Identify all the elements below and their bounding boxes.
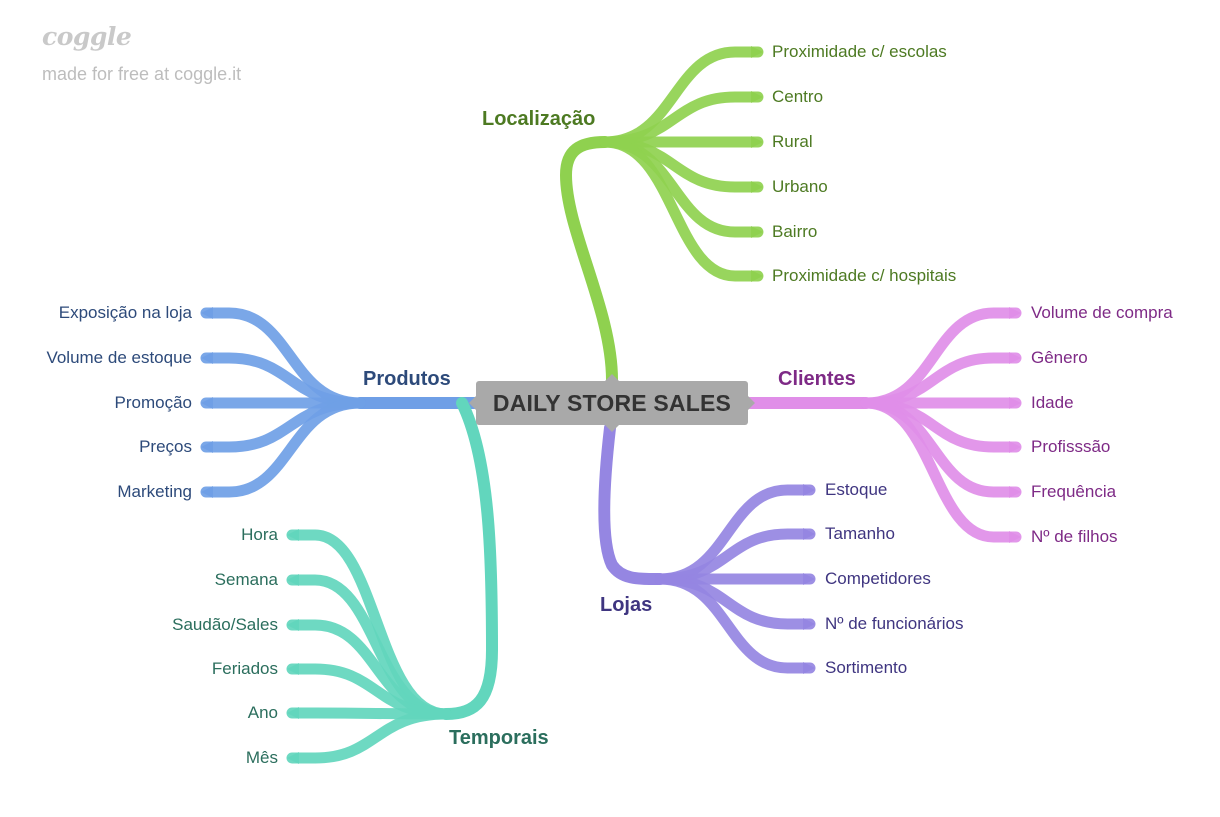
clientes-item[interactable]: Volume de compra bbox=[1031, 303, 1173, 322]
lojas-arrow-0 bbox=[803, 484, 815, 496]
produtos-item[interactable]: Exposição na loja bbox=[58, 303, 192, 322]
clientes-item[interactable]: Frequência bbox=[1031, 482, 1117, 501]
produtos-item[interactable]: Volume de estoque bbox=[46, 348, 192, 367]
produtos-arrow-3 bbox=[201, 441, 213, 453]
produtos-arrow-4 bbox=[201, 486, 213, 498]
produtos-item[interactable]: Promoção bbox=[114, 393, 192, 412]
clientes-connector-1 bbox=[860, 352, 1022, 409]
produtos-item[interactable]: Preços bbox=[139, 437, 192, 456]
lojas-arrow-1 bbox=[803, 528, 815, 540]
clientes-item[interactable]: Profisssão bbox=[1031, 437, 1111, 456]
clientes-arrow-0 bbox=[1009, 307, 1021, 319]
clientes-arrow-2 bbox=[1009, 397, 1021, 409]
lojas-item[interactable]: Competidores bbox=[825, 569, 931, 588]
produtos-connector-4 bbox=[200, 397, 366, 498]
lojas-main-connector bbox=[598, 422, 666, 586]
lojas-arrow-3 bbox=[803, 618, 815, 630]
temporais-arrow-3 bbox=[287, 663, 299, 675]
lojas-connector-4 bbox=[654, 573, 816, 674]
produtos-arrow-2 bbox=[201, 397, 213, 409]
temporais-item[interactable]: Mês bbox=[245, 748, 278, 767]
clientes-arrow-3 bbox=[1009, 441, 1021, 453]
temporais-connector-5 bbox=[286, 708, 452, 764]
temporais-arrow-5 bbox=[287, 752, 299, 764]
clientes-arrow-1 bbox=[1009, 352, 1021, 364]
localizacao-item[interactable]: Proximidade c/ hospitais bbox=[772, 266, 957, 285]
localizacao-item[interactable]: Rural bbox=[772, 132, 813, 151]
clientes-arrow-4 bbox=[1009, 486, 1021, 498]
localizacao-arrow-3 bbox=[751, 181, 763, 193]
lojas-item[interactable]: Tamanho bbox=[825, 524, 895, 543]
temporais-item[interactable]: Hora bbox=[241, 525, 278, 544]
coggle-logo: coggle bbox=[42, 22, 132, 51]
temporais-arrow-1 bbox=[287, 574, 299, 586]
temporais-main-connector bbox=[440, 397, 499, 720]
temporais-item[interactable]: Saudão/Sales bbox=[172, 615, 278, 634]
produtos-arrow-0 bbox=[201, 307, 213, 319]
clientes-arrow-5 bbox=[1009, 531, 1021, 543]
temporais-arrow-4 bbox=[287, 707, 299, 719]
temporais-arrow-2 bbox=[287, 619, 299, 631]
lojas-item[interactable]: Estoque bbox=[825, 480, 888, 499]
localizacao-connector-1 bbox=[599, 91, 764, 148]
center-node-notch bbox=[605, 425, 619, 432]
lojas-item[interactable]: Sortimento bbox=[825, 658, 908, 677]
localizacao-connector-5 bbox=[599, 136, 764, 282]
produtos-item[interactable]: Marketing bbox=[117, 482, 192, 501]
localizacao-arrow-0 bbox=[751, 46, 763, 58]
temporais-arrow-0 bbox=[287, 529, 299, 541]
center-node[interactable]: DAILY STORE SALES bbox=[476, 381, 748, 425]
lojas-arrow-4 bbox=[803, 662, 815, 674]
lojas-connector-1 bbox=[654, 528, 816, 585]
lojas-title[interactable]: Lojas bbox=[600, 594, 653, 616]
localizacao-arrow-5 bbox=[751, 270, 763, 282]
localizacao-item[interactable]: Bairro bbox=[772, 222, 818, 241]
clientes-title[interactable]: Clientes bbox=[778, 368, 856, 390]
clientes-item[interactable]: Idade bbox=[1031, 393, 1074, 412]
center-node-notch bbox=[469, 396, 476, 410]
produtos-title[interactable]: Produtos bbox=[363, 368, 451, 390]
localizacao-title[interactable]: Localização bbox=[482, 108, 596, 130]
temporais-item[interactable]: Ano bbox=[247, 703, 278, 722]
temporais-title[interactable]: Temporais bbox=[449, 727, 549, 749]
clientes-item[interactable]: Nº de filhos bbox=[1031, 527, 1118, 546]
clientes-item[interactable]: Gênero bbox=[1031, 348, 1088, 367]
localizacao-item[interactable]: Urbano bbox=[772, 177, 828, 196]
localizacao-main-connector bbox=[559, 136, 618, 386]
center-node-notch bbox=[748, 396, 755, 410]
localizacao-item[interactable]: Proximidade c/ escolas bbox=[772, 42, 947, 61]
clientes-main-arrow bbox=[853, 397, 865, 409]
localizacao-arrow-2 bbox=[751, 136, 763, 148]
made-with-tagline: made for free at coggle.it bbox=[42, 64, 242, 84]
localizacao-arrow-4 bbox=[751, 226, 763, 238]
temporais-connector-3 bbox=[286, 663, 452, 720]
produtos-connector-1 bbox=[200, 352, 366, 409]
localizacao-item[interactable]: Centro bbox=[772, 87, 824, 106]
temporais-item[interactable]: Semana bbox=[214, 570, 278, 589]
clientes-connector-5 bbox=[860, 397, 1022, 543]
lojas-arrow-2 bbox=[803, 573, 815, 585]
temporais-item[interactable]: Feriados bbox=[211, 659, 278, 678]
produtos-arrow-1 bbox=[201, 352, 213, 364]
localizacao-arrow-1 bbox=[751, 91, 763, 103]
center-node-notch bbox=[605, 374, 619, 381]
lojas-item[interactable]: Nº de funcionários bbox=[825, 614, 964, 633]
